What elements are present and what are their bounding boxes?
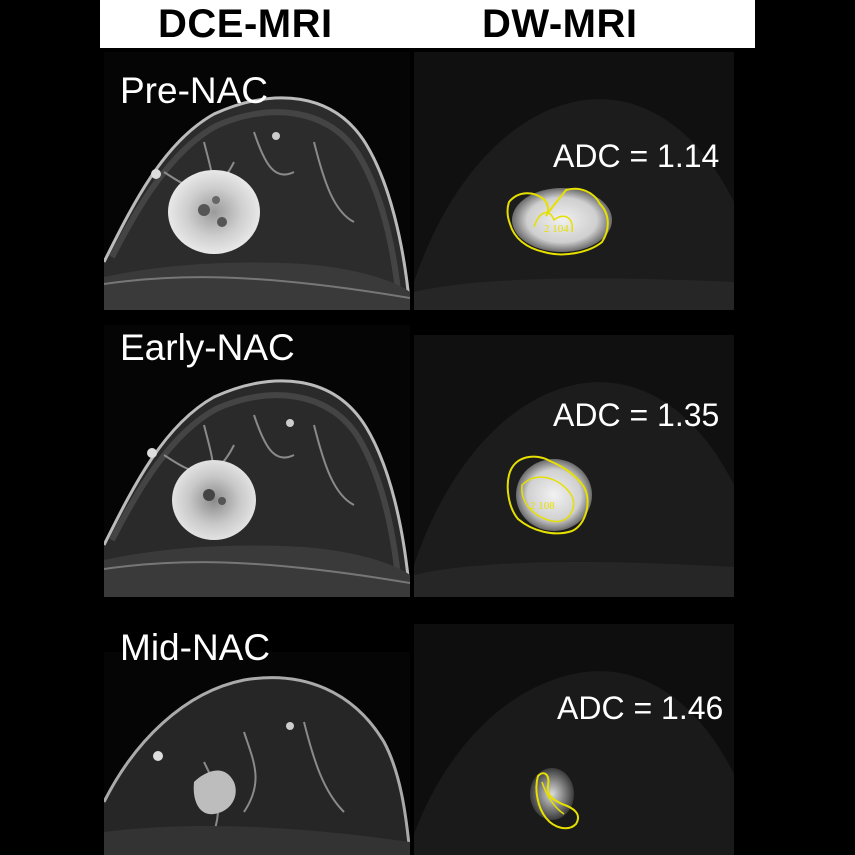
dce-mri-image-early-nac xyxy=(104,325,410,597)
roi-label-pre-nac: 2 104 xyxy=(544,223,569,235)
row-label-mid-nac: Mid-NAC xyxy=(120,627,271,668)
roi-label-early-nac: 2 108 xyxy=(530,500,555,512)
column-title-dw-mri: DW-MRI xyxy=(482,2,638,46)
dce-mri-image-mid-nac xyxy=(104,652,410,855)
row-early-nac: 2 108 Early-NAC ADC = 1.35 xyxy=(0,325,855,600)
dw-mri-image-early-nac: 2 108 xyxy=(414,335,734,597)
dw-mri-image-mid-nac xyxy=(414,624,734,855)
header-bar: DCE-MRI DW-MRI xyxy=(100,0,755,48)
dce-mri-image-pre-nac xyxy=(104,52,410,310)
adc-value-pre-nac: ADC = 1.14 xyxy=(553,138,720,174)
row-pre-nac: 2 104 Pre-NAC ADC = 1.14 xyxy=(0,52,855,312)
row-label-early-nac: Early-NAC xyxy=(120,327,295,368)
row-mid-nac: Mid-NAC ADC = 1.46 xyxy=(0,612,855,855)
adc-value-early-nac: ADC = 1.35 xyxy=(553,397,720,433)
column-title-dce-mri: DCE-MRI xyxy=(158,2,333,46)
adc-value-mid-nac: ADC = 1.46 xyxy=(557,690,724,726)
row-label-pre-nac: Pre-NAC xyxy=(120,70,269,111)
dw-mri-image-pre-nac: 2 104 xyxy=(414,52,734,310)
